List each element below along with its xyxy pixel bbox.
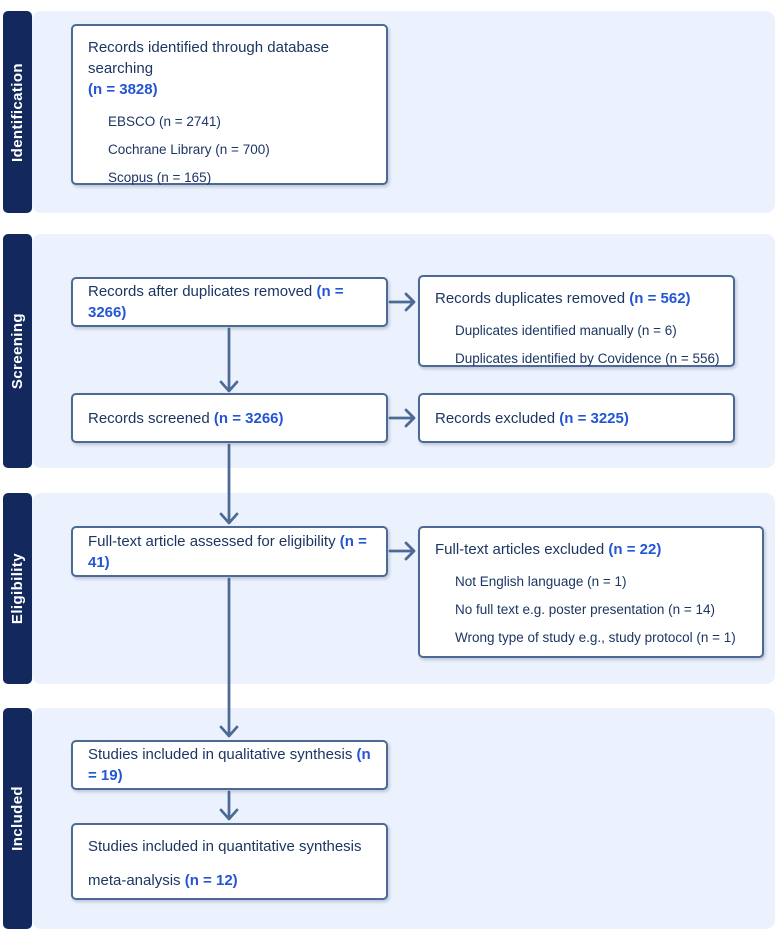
stage-label-included: Included: [9, 786, 26, 851]
stage-label-screening: Screening: [9, 312, 26, 390]
count-text: (n = 562): [629, 290, 691, 307]
stage-strip-identification: Identification: [3, 11, 32, 213]
box-records-identified-title: Records identified through database sear…: [88, 37, 371, 100]
list-item: Scopus (n = 165): [108, 170, 212, 185]
list-item: Duplicates identified manually (n = 6): [455, 323, 677, 338]
stage-strip-eligibility: Eligibility: [3, 493, 32, 684]
box-quantitative-line1: Studies included in quantitative synthes…: [88, 838, 362, 855]
label-text: Full-text articles excluded: [435, 541, 605, 558]
label-text: Records after duplicates removed: [88, 283, 313, 300]
list-item: EBSCO (n = 2741): [108, 114, 221, 129]
count-text: (n = 3266): [88, 283, 344, 321]
box-records-excluded: Records excluded (n = 3225): [418, 393, 735, 443]
box-fulltext-excluded-title: Full-text articles excluded (n = 22): [435, 539, 747, 560]
box-fulltext-assessed-title: Full-text article assessed for eligibili…: [88, 531, 371, 573]
label-text: Records duplicates removed: [435, 290, 626, 307]
label-text: meta-analysis: [88, 872, 181, 889]
count-text: (n = 19): [88, 746, 371, 784]
count-text: (n = 3225): [559, 409, 629, 427]
box-quantitative-line2: meta-analysis (n = 12): [88, 870, 371, 891]
box-records-screened-title: Records screened (n = 3266): [88, 408, 284, 429]
label-text: Records excluded: [435, 409, 556, 427]
box-after-duplicates-title: Records after duplicates removed (n = 32…: [88, 281, 371, 323]
count-text: (n = 3266): [213, 409, 284, 427]
list-item: No full text e.g. poster presentation (n…: [455, 602, 716, 617]
box-records-excluded-title: Records excluded (n = 3225): [435, 408, 629, 429]
box-duplicates-removed: Records duplicates removed (n = 562) Dup…: [418, 275, 735, 367]
stage-label-identification: Identification: [9, 62, 26, 162]
list-item: Not English language (n = 1): [455, 574, 627, 589]
label-text: Records screened: [88, 409, 210, 427]
stage-strip-included: Included: [3, 708, 32, 929]
stage-strip-screening: Screening: [3, 234, 32, 468]
box-qualitative-title: Studies included in qualitative synthesi…: [88, 744, 371, 786]
stage-label-eligibility: Eligibility: [9, 552, 26, 625]
box-duplicates-removed-title: Records duplicates removed (n = 562): [435, 288, 718, 309]
label-text: Records identified through database sear…: [88, 39, 329, 77]
list-item: Wrong type of study e.g., study protocol…: [455, 630, 736, 645]
box-after-duplicates-removed: Records after duplicates removed (n = 32…: [71, 277, 388, 327]
list-item: Cochrane Library (n = 700): [108, 142, 270, 157]
count-text: (n = 12): [184, 872, 238, 889]
list-item: Duplicates identified by Covidence (n = …: [455, 351, 720, 366]
box-records-identified: Records identified through database sear…: [71, 24, 388, 185]
label-text: Studies included in qualitative synthesi…: [88, 746, 353, 763]
count-text: (n = 41): [88, 532, 367, 571]
box-quantitative-synthesis: Studies included in quantitative synthes…: [71, 823, 388, 900]
label-text: Full-text article assessed for eligibili…: [88, 532, 336, 550]
box-fulltext-assessed: Full-text article assessed for eligibili…: [71, 526, 388, 577]
box-records-screened: Records screened (n = 3266): [71, 393, 388, 443]
box-fulltext-excluded: Full-text articles excluded (n = 22) Not…: [418, 526, 764, 658]
box-qualitative-synthesis: Studies included in qualitative synthesi…: [71, 740, 388, 790]
count-text: (n = 22): [608, 541, 662, 558]
count-text: (n = 3828): [88, 81, 158, 98]
